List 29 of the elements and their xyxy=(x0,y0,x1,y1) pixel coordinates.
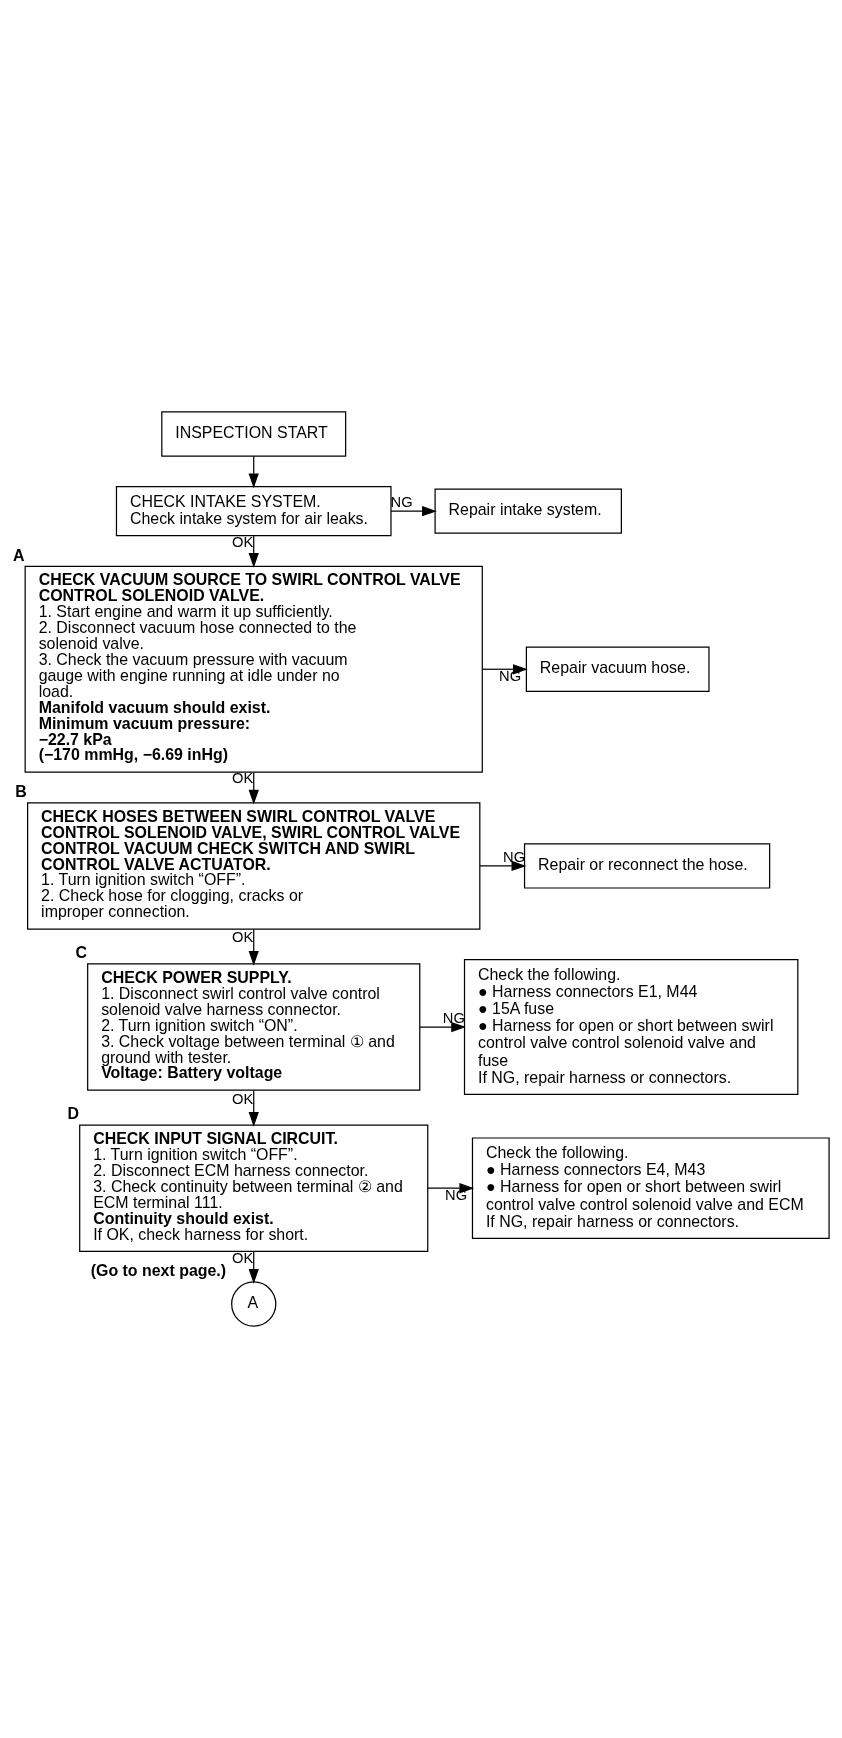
node-box: Check the following. ● Harness connectors E4, M43 ● Harness for open or short between swirl control valve control solenoid valve and ECM If NG, repair harness or connectors. xyxy=(471,1137,830,1240)
node-box: CHECK INPUT SIGNAL CIRCUIT. 1. Turn ignition switch “OFF”. 2. Disconnect ECM harness connector. 3. Check continuity between terminal ② and ECM terminal 111. Continuity should exist. If OK, check harness for short. xyxy=(79,1124,429,1252)
node-box: INSPECTION START xyxy=(161,411,347,457)
node-label: A xyxy=(12,546,25,564)
node-box: Repair vacuum hose. xyxy=(525,646,710,692)
edge-label: OK xyxy=(232,1090,254,1107)
node-label: D xyxy=(67,1105,79,1123)
node-label: (Go to next page.) xyxy=(90,1262,227,1280)
arrow xyxy=(248,928,259,966)
node-box: Repair or reconnect the hose. xyxy=(523,843,771,889)
node-box: CHECK VACUUM SOURCE TO SWIRL CONTROL VALVE CONTROL SOLENOID VALVE. 1. Start engine and warm it up sufficiently. 2. Disconnect vacuum hose connected to the solenoid valve. 3. Check the vacuum pressure with vacuum gauge with engine running at idle under no load. Manifold vacuum should exist. Minimum vacuum pressure: −22.7 kPa (−170 mmHg, −6.69 inHg) xyxy=(24,565,483,773)
node-box: CHECK HOSES BETWEEN SWIRL CONTROL VALVE CONTROL SOLENOID VALVE, SWIRL CONTROL VALVE CONTROL VACUUM CHECK SWITCH AND SWIRL CONTROL VALVE ACTUATOR. 1. Turn ignition switch “OFF”. 2. Check hose for clogging, cracks or improper connection. xyxy=(27,802,481,930)
node-label: C xyxy=(75,944,87,962)
arrow xyxy=(479,860,527,872)
node-circle: A xyxy=(231,1281,277,1327)
node-box: CHECK INTAKE SYSTEM. Check intake system for air leaks. xyxy=(115,486,392,537)
edge-label: OK xyxy=(232,929,254,946)
arrow xyxy=(427,1183,475,1194)
edge-label: NG xyxy=(442,1009,465,1026)
node-box: CHECK POWER SUPPLY. 1. Disconnect swirl control valve control solenoid valve harness connector. 2. Turn ignition switch “ON”. 3. Check voltage between terminal ① and ground with tester. Voltage: Battery voltage xyxy=(87,963,421,1091)
edge-label: OK xyxy=(232,1249,254,1266)
node-label: B xyxy=(15,783,27,801)
node-box: Check the following. ● Harness connectors E1, M44 ● 15A fuse ● Harness for open or short between swirl control valve control solenoid valve and fuse If NG, repair harness or connectors. xyxy=(463,959,799,1096)
node-box: Repair intake system. xyxy=(434,488,622,534)
edge-label: NG xyxy=(503,848,526,865)
arrow xyxy=(419,1021,466,1033)
edge-label: OK xyxy=(232,770,254,787)
arrow xyxy=(390,506,437,517)
arrow xyxy=(248,1089,259,1127)
